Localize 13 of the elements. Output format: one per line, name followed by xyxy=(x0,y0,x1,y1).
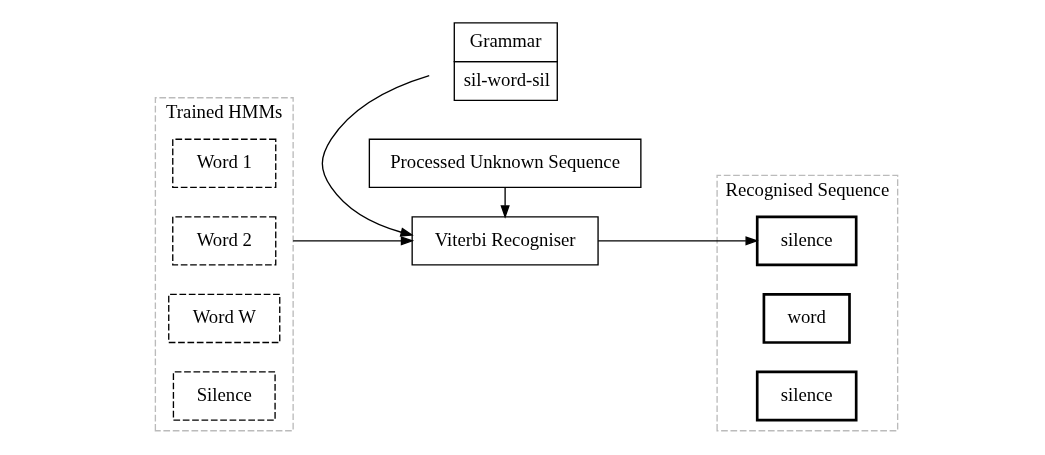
arrow xyxy=(597,236,759,246)
node-box: silence xyxy=(755,370,858,422)
arrow xyxy=(500,186,510,219)
node-box: Silence xyxy=(172,371,276,421)
node-box: Word 2 xyxy=(172,216,277,266)
node-box: Word W xyxy=(168,293,281,344)
arrow xyxy=(292,236,415,246)
arrow xyxy=(321,74,430,237)
node-box: Word 1 xyxy=(172,138,277,189)
node-box: Viterbi Recogniser xyxy=(411,216,599,266)
node-box: Processed Unknown Sequence xyxy=(368,138,642,189)
node-box: word xyxy=(762,293,851,344)
node-box: silence xyxy=(755,215,858,267)
